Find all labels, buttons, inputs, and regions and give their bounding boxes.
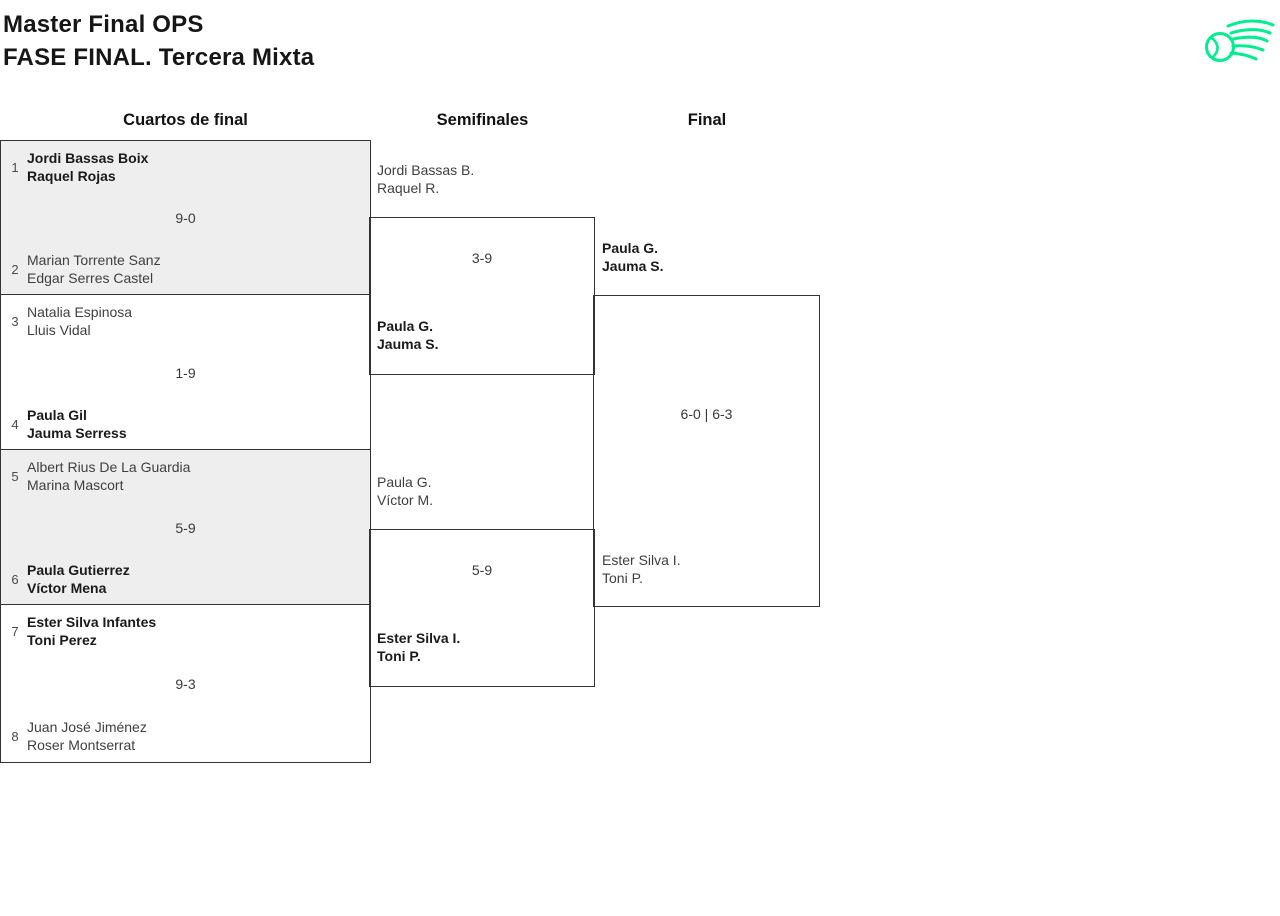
player-2-name: Jauma S. (602, 258, 664, 274)
player-1-name: Jordi Bassas Boix (27, 150, 149, 166)
team-names: Paula Gil Jauma Serress (27, 406, 127, 442)
final-team-top: Paula G. Jauma S. (602, 239, 663, 275)
semifinal-match-1-box (369, 217, 595, 375)
seed-number: 8 (11, 728, 19, 744)
player-1-name: Natalia Espinosa (27, 304, 133, 320)
player-1-name: Ester Silva I. (377, 630, 461, 646)
player-1-name: Ester Silva I. (602, 552, 681, 568)
player-2-name: Jauma Serress (27, 425, 127, 441)
player-1-name: Jordi Bassas B. (377, 162, 475, 178)
player-1-name: Marian Torrente Sanz (27, 252, 161, 268)
player-2-name: Toni Perez (27, 632, 97, 648)
round-header-semifinales: Semifinales (436, 111, 529, 129)
semifinal-2-score: 5-9 (471, 562, 493, 578)
match-score: 1-9 (175, 364, 196, 381)
player-1-name: Paula G. (377, 474, 432, 490)
player-2-name: Víctor Mena (27, 580, 107, 596)
semifinal-2-team-bottom: Ester Silva I. Toni P. (377, 629, 460, 665)
seed-number: 4 (11, 416, 19, 432)
round-header-final: Final (687, 111, 727, 129)
player-2-name: Edgar Serres Castel (27, 270, 154, 286)
tennis-ball-swoosh-icon (1205, 19, 1275, 62)
semifinal-2-team-top: Paula G. Víctor M. (377, 473, 433, 509)
seed-number: 2 (11, 261, 19, 277)
team-row: 3 Natalia Espinosa Lluis Vidal (1, 303, 370, 339)
final-score: 6-0 | 6-3 (680, 406, 733, 422)
team-names: Ester Silva Infantes Toni Perez (27, 613, 156, 649)
quarterfinal-match-4: 7 Ester Silva Infantes Toni Perez 9-3 8 … (0, 604, 371, 763)
quarterfinal-match-2: 3 Natalia Espinosa Lluis Vidal 1-9 4 Pau… (0, 294, 371, 451)
seed-number: 7 (11, 623, 19, 639)
team-row: 6 Paula Gutierrez Víctor Mena (1, 561, 370, 597)
player-2-name: Raquel Rojas (27, 168, 116, 184)
player-1-name: Paula G. (377, 318, 434, 334)
phase-name: FASE FINAL. Tercera Mixta (3, 44, 315, 71)
team-row: 2 Marian Torrente Sanz Edgar Serres Cast… (1, 251, 370, 287)
player-2-name: Lluis Vidal (27, 322, 91, 338)
quarterfinal-match-1: 1 Jordi Bassas Boix Raquel Rojas 9-0 2 M… (0, 140, 371, 296)
tournament-name: Master Final OPS (3, 11, 204, 38)
semifinal-1-team-bottom: Paula G. Jauma S. (377, 317, 438, 353)
player-1-name: Juan José Jiménez (27, 719, 147, 735)
match-score: 5-9 (175, 519, 196, 536)
player-2-name: Víctor M. (377, 492, 434, 508)
seed-number: 3 (11, 313, 19, 329)
team-row: 7 Ester Silva Infantes Toni Perez (1, 613, 370, 649)
final-match-box (593, 295, 820, 607)
seed-number: 5 (11, 468, 19, 484)
quarterfinal-match-3: 5 Albert Rius De La Guardia Marina Masco… (0, 449, 371, 606)
team-names: Marian Torrente Sanz Edgar Serres Castel (27, 251, 161, 287)
player-2-name: Marina Mascort (27, 477, 124, 493)
match-score: 9-0 (175, 210, 196, 226)
player-1-name: Paula Gil (27, 407, 87, 423)
player-2-name: Roser Montserrat (27, 737, 136, 753)
team-row: 5 Albert Rius De La Guardia Marina Masco… (1, 458, 370, 494)
player-1-name: Paula Gutierrez (27, 562, 130, 578)
team-names: Paula Gutierrez Víctor Mena (27, 561, 130, 597)
seed-number: 6 (11, 571, 19, 587)
player-2-name: Jauma S. (377, 336, 439, 352)
player-1-name: Ester Silva Infantes (27, 614, 157, 630)
final-team-bottom: Ester Silva I. Toni P. (602, 551, 681, 587)
seed-number: 1 (11, 159, 19, 175)
team-row: 1 Jordi Bassas Boix Raquel Rojas (1, 149, 370, 185)
semifinal-1-team-top: Jordi Bassas B. Raquel R. (377, 161, 474, 197)
match-score: 9-3 (175, 675, 196, 692)
team-names: Natalia Espinosa Lluis Vidal (27, 303, 132, 339)
team-row: 4 Paula Gil Jauma Serress (1, 406, 370, 442)
player-1-name: Albert Rius De La Guardia (27, 459, 191, 475)
page-title: Master Final OPS FASE FINAL. Tercera Mix… (3, 8, 314, 74)
player-2-name: Toni P. (602, 570, 643, 586)
semifinal-1-score: 3-9 (471, 250, 493, 266)
player-2-name: Raquel R. (377, 180, 440, 196)
semifinal-match-2-box (369, 529, 595, 687)
team-names: Juan José Jiménez Roser Montserrat (27, 718, 147, 754)
team-names: Albert Rius De La Guardia Marina Mascort (27, 458, 190, 494)
player-1-name: Paula G. (602, 240, 659, 256)
team-names: Jordi Bassas Boix Raquel Rojas (27, 149, 148, 185)
team-row: 8 Juan José Jiménez Roser Montserrat (1, 718, 370, 754)
round-header-cuartos: Cuartos de final (123, 111, 248, 129)
player-2-name: Toni P. (377, 648, 421, 664)
